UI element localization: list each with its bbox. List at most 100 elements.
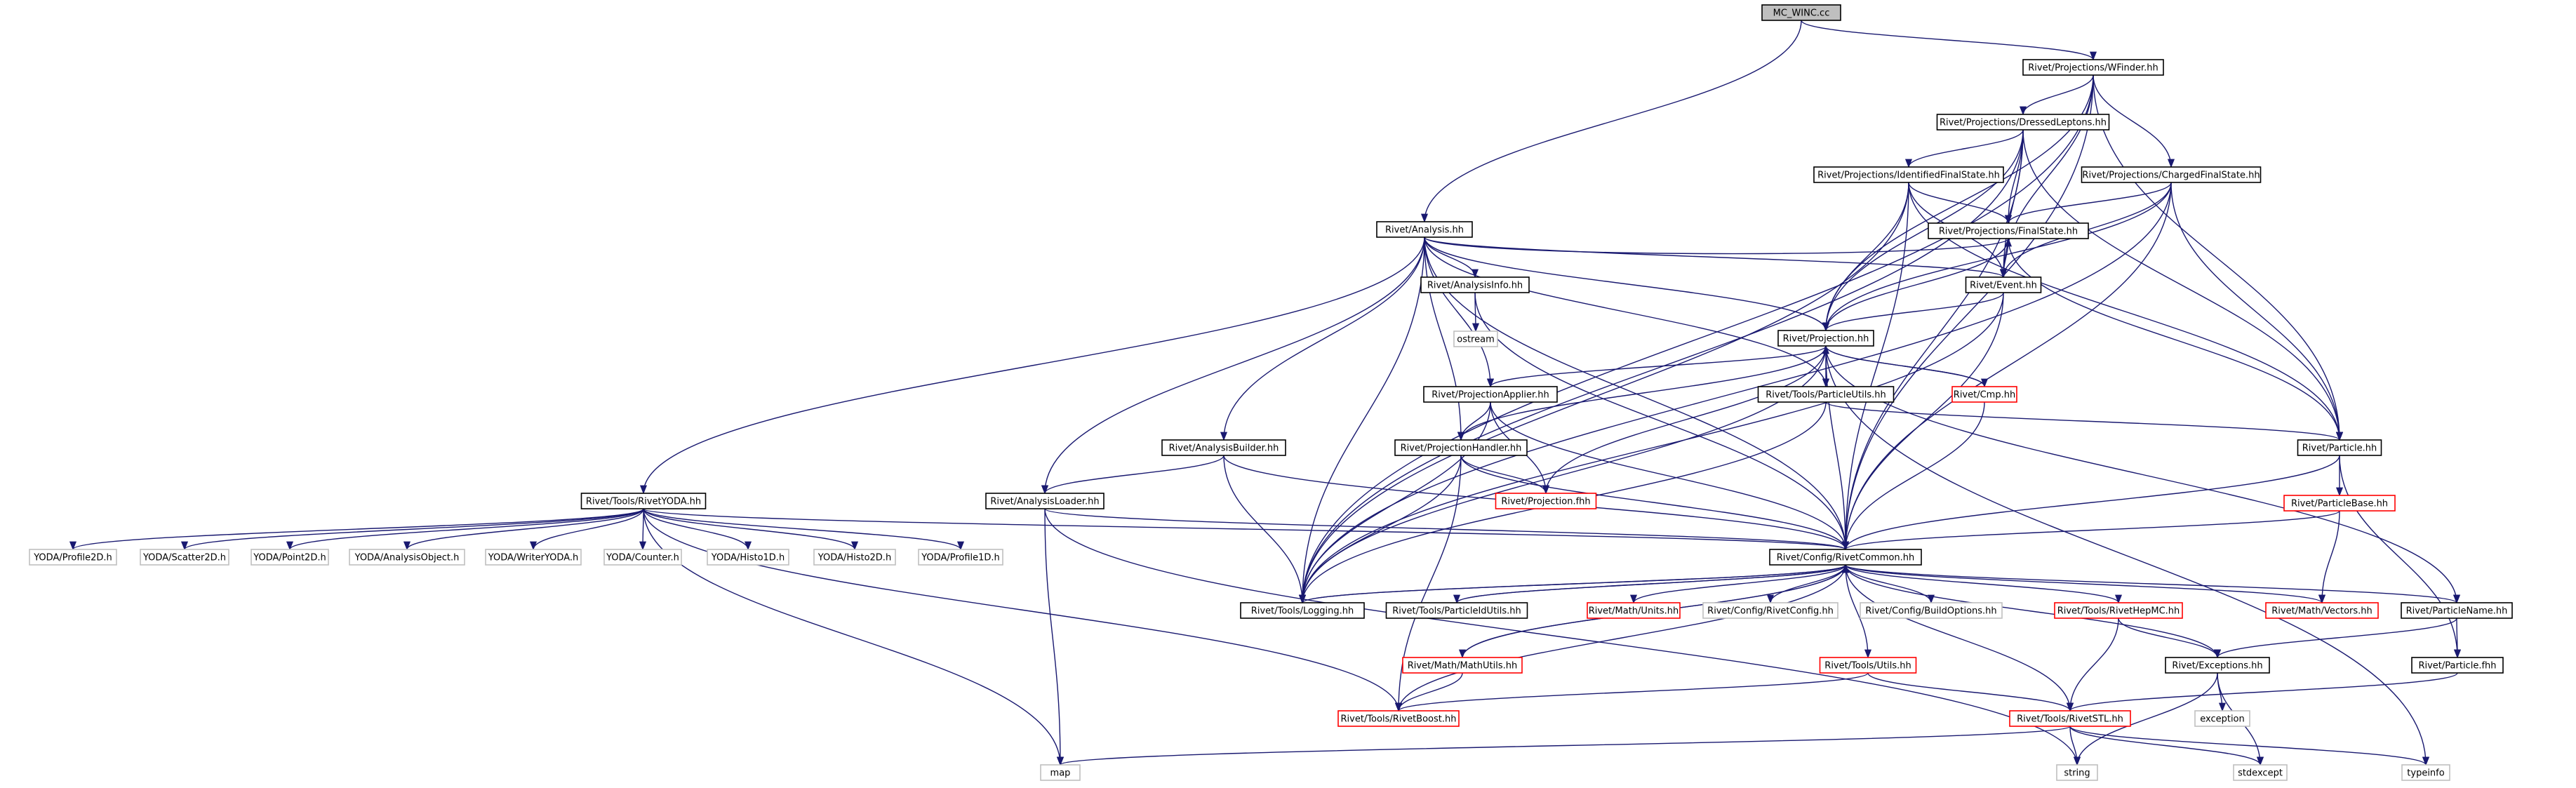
node-typeinfo[interactable]: typeinfo [2401,764,2450,781]
node-analysisobject[interactable]: YODA/AnalysisObject.h [349,549,465,566]
node-identfs[interactable]: Rivet/Projections/IdentifiedFinalState.h… [1813,166,2004,183]
node-box-rivethepmc [2054,602,2183,619]
node-histo2d[interactable]: YODA/Histo2D.h [813,549,896,566]
node-analysisinfo[interactable]: Rivet/AnalysisInfo.hh [1420,276,1530,293]
node-particlename[interactable]: Rivet/ParticleName.hh [2401,602,2513,619]
node-box-exception [2194,710,2250,727]
node-scatter2d[interactable]: YODA/Scatter2D.h [140,549,229,566]
edge-projhandler-to-logging [1298,455,1462,604]
node-box-typeinfo [2401,764,2450,781]
edge-rivetcommon-to-buildoptions [1845,564,1935,604]
node-profile2d[interactable]: YODA/Profile2D.h [29,549,117,566]
node-finalstate[interactable]: Rivet/Projections/FinalState.hh [1928,222,2089,239]
node-logging[interactable]: Rivet/Tools/Logging.hh [1240,602,1365,619]
edge-chargedfs-to-finalstate [2005,182,2172,225]
edge-analysisloader-to-string [1044,508,2081,766]
node-box-root [1761,4,1841,21]
edge-rivetstl-to-map [1057,726,2071,766]
node-box-event [1965,276,2042,293]
node-box-finalstate [1928,222,2089,239]
node-rivethepmc[interactable]: Rivet/Tools/RivetHepMC.hh [2054,602,2183,619]
node-mathunits[interactable]: Rivet/Math/Units.hh [1587,602,1681,619]
edge-particle-to-rivetcommon [1842,455,2340,551]
node-analysisbuilder[interactable]: Rivet/AnalysisBuilder.hh [1161,439,1286,456]
nodes-layer: MC_WINC.ccRivet/Projections/WFinder.hhRi… [29,4,2513,781]
node-particle[interactable]: Rivet/Particle.hh [2297,439,2382,456]
node-box-projhandler [1394,439,1528,456]
node-box-exceptions [2165,657,2270,674]
node-label-dressed: Rivet/Projections/DressedLeptons.hh [1940,118,2107,128]
node-label-counter: YODA/Counter.h [606,553,679,563]
node-point2d[interactable]: YODA/Point2D.h [251,549,329,566]
edge-finalstate-to-projection [1822,238,2009,332]
node-label-particlebase: Rivet/ParticleBase.hh [2291,499,2388,509]
node-map[interactable]: map [1040,764,1081,781]
node-box-toolsutils [1819,657,1917,674]
node-event[interactable]: Rivet/Event.hh [1965,276,2042,293]
node-root[interactable]: MC_WINC.cc [1761,4,1841,21]
edge-rivetcommon-to-rivetstl [1845,564,2074,712]
node-exception[interactable]: exception [2194,710,2250,727]
node-label-histo1d: YODA/Histo1D.h [711,553,785,563]
node-buildoptions[interactable]: Rivet/Config/BuildOptions.hh [1860,602,2003,619]
node-box-point2d [251,549,329,566]
edge-rivetstl-to-stdexcept [2069,726,2264,766]
node-particleutils[interactable]: Rivet/Tools/ParticleUtils.hh [1757,386,1895,403]
node-analysisloader[interactable]: Rivet/AnalysisLoader.hh [985,493,1105,509]
node-particlefhh[interactable]: Rivet/Particle.fhh [2411,657,2504,674]
edge-rivetcommon-to-toolsutils [1845,564,1872,659]
node-particleidutils[interactable]: Rivet/Tools/ParticleIdUtils.hh [1385,602,1528,619]
node-label-exception: exception [2200,714,2245,725]
node-label-mathunits: Rivet/Math/Units.hh [1589,606,1679,617]
node-wfinder[interactable]: Rivet/Projections/WFinder.hh [2022,59,2164,76]
node-stdexcept[interactable]: stdexcept [2233,764,2288,781]
node-ostream[interactable]: ostream [1453,330,1498,347]
node-toolsutils[interactable]: Rivet/Tools/Utils.hh [1819,657,1917,674]
node-cmp[interactable]: Rivet/Cmp.hh [1951,386,2017,403]
edge-rivetyoda-to-profile1d [643,508,964,551]
node-box-chargedfs [2081,166,2262,183]
node-particlebase[interactable]: Rivet/ParticleBase.hh [2283,495,2396,512]
node-counter[interactable]: YODA/Counter.h [603,549,682,566]
node-label-projapplier: Rivet/ProjectionApplier.hh [1432,390,1549,401]
node-label-analysisbuilder: Rivet/AnalysisBuilder.hh [1169,443,1279,454]
node-rivetconfig[interactable]: Rivet/Config/RivetConfig.hh [1702,602,1838,619]
node-rivetcommon[interactable]: Rivet/Config/RivetCommon.hh [1769,549,1922,566]
edge-dressed-to-projection [1822,129,2024,332]
edge-wfinder-to-event [1999,74,2094,279]
node-string[interactable]: string [2056,764,2098,781]
node-exceptions[interactable]: Rivet/Exceptions.hh [2165,657,2270,674]
node-label-mathvectors: Rivet/Math/Vectors.hh [2271,606,2373,617]
node-rivetyoda[interactable]: Rivet/Tools/RivetYODA.hh [580,493,707,509]
node-box-dressed [1936,114,2110,131]
node-projapplier[interactable]: Rivet/ProjectionApplier.hh [1423,386,1558,403]
node-mathutils[interactable]: Rivet/Math/MathUtils.hh [1402,657,1523,674]
node-label-projection: Rivet/Projection.hh [1783,334,1869,345]
edge-dressed-to-rivetcommon [1841,129,2024,551]
node-analysis[interactable]: Rivet/Analysis.hh [1376,221,1473,238]
node-writeryoda[interactable]: YODA/WriterYODA.h [485,549,582,566]
edge-root-to-wfinder [1801,20,2097,61]
edge-particlebase-to-mathvectors [2318,510,2340,604]
node-mathvectors[interactable]: Rivet/Math/Vectors.hh [2265,602,2379,619]
edge-particlefhh-to-rivetstl [2067,672,2458,712]
node-projhandler[interactable]: Rivet/ProjectionHandler.hh [1394,439,1528,456]
node-rivetboost[interactable]: Rivet/Tools/RivetBoost.hh [1337,710,1460,727]
node-box-rivetcommon [1769,549,1922,566]
node-label-particlefhh: Rivet/Particle.fhh [2418,661,2496,672]
edge-mathutils-to-rivetboost [1395,672,1463,712]
edge-particle-to-particlefhh [2339,455,2462,659]
node-rivetstl[interactable]: Rivet/Tools/RivetSTL.hh [2009,710,2131,727]
node-label-analysisloader: Rivet/AnalysisLoader.hh [990,497,1099,507]
edge-identfs-to-rivetcommon [1841,182,1909,551]
node-projfhh[interactable]: Rivet/Projection.fhh [1495,493,1597,509]
node-box-identfs [1813,166,2004,183]
node-projection[interactable]: Rivet/Projection.hh [1777,330,1874,347]
node-chargedfs[interactable]: Rivet/Projections/ChargedFinalState.hh [2081,166,2262,183]
node-histo1d[interactable]: YODA/Histo1D.h [707,549,789,566]
node-profile1d[interactable]: YODA/Profile1D.h [918,549,1003,566]
edge-rivetyoda-to-point2d [286,508,644,551]
node-dressed[interactable]: Rivet/Projections/DressedLeptons.hh [1936,114,2110,131]
node-label-analysisinfo: Rivet/AnalysisInfo.hh [1427,281,1523,291]
